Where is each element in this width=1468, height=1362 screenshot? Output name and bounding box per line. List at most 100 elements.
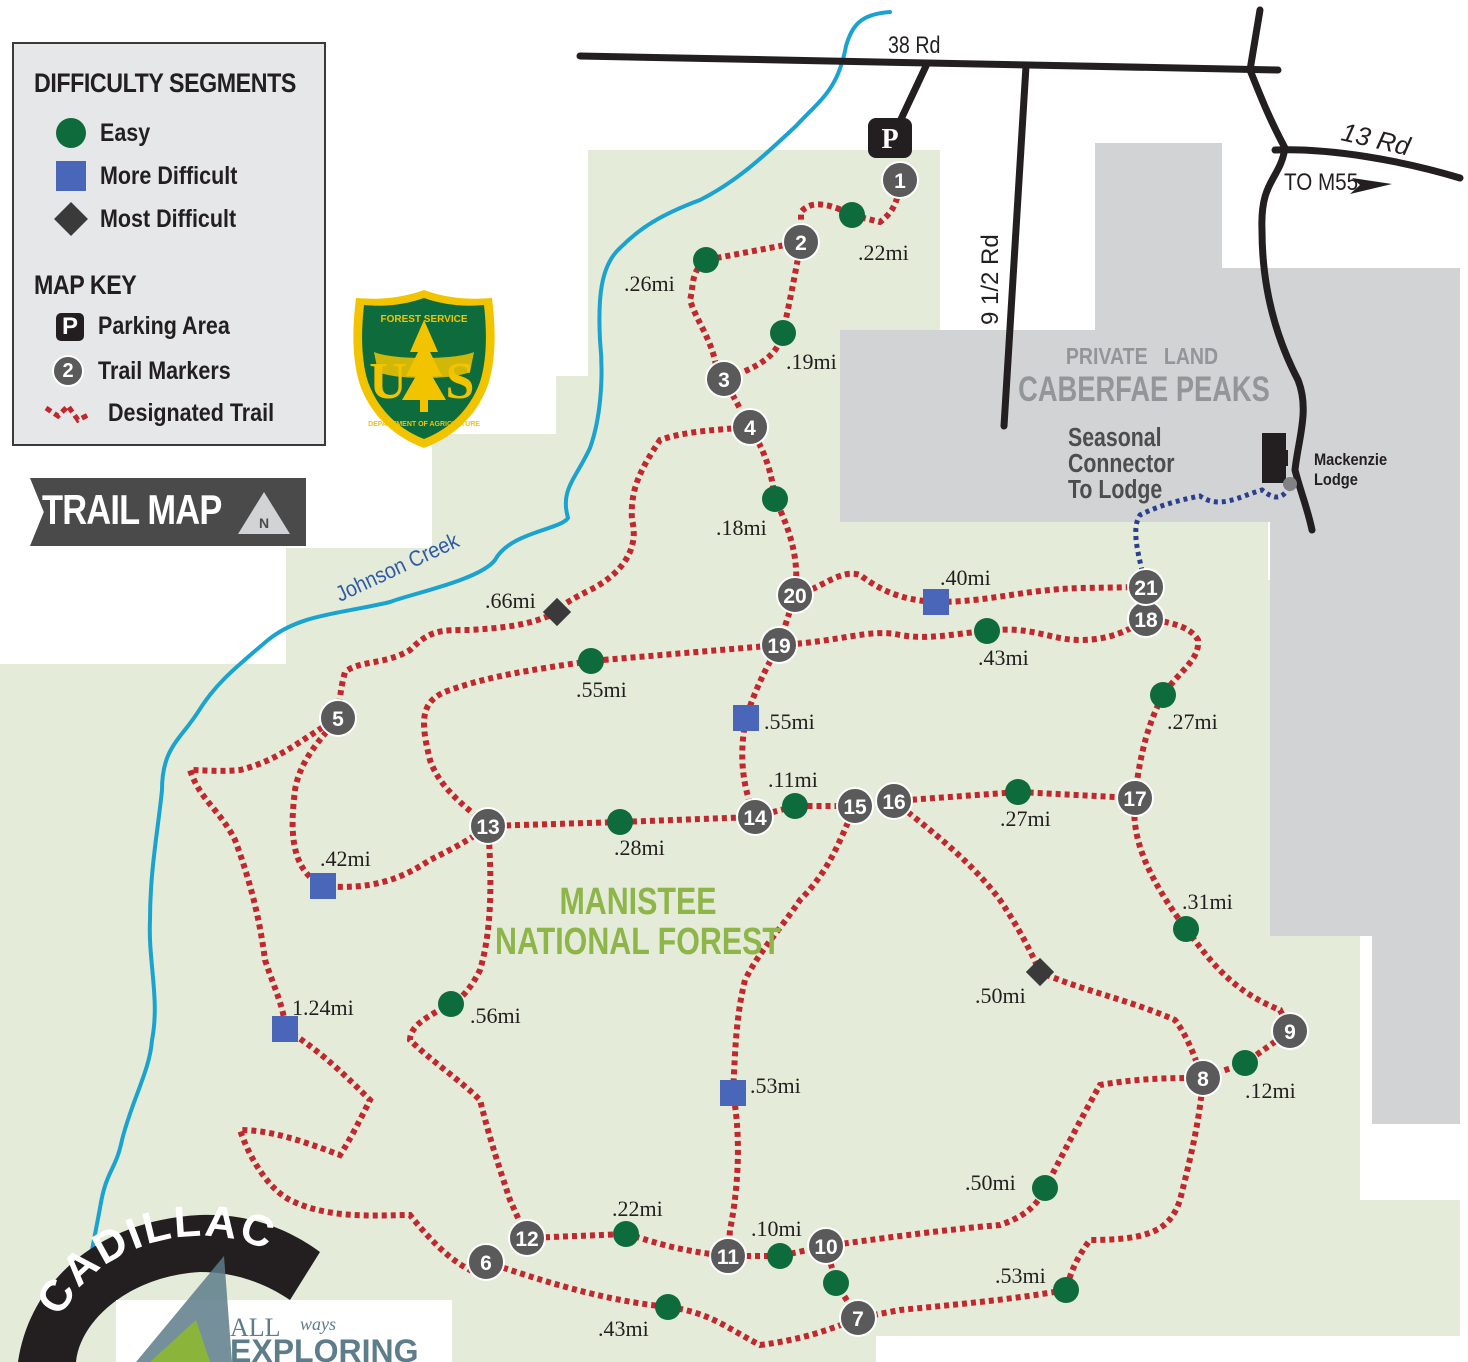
trail-marker-19: 19 (760, 626, 798, 664)
svg-text:18: 18 (1134, 609, 1158, 632)
easy-circle-icon (56, 118, 86, 148)
svg-text:NATIONAL FOREST: NATIONAL FOREST (495, 921, 781, 963)
svg-text:EXPLORING: EXPLORING (230, 1333, 418, 1362)
svg-text:ALL: ALL (230, 1313, 281, 1342)
trail-marker-16: 16 (875, 782, 913, 820)
distance-label-16: .50mi (975, 983, 1026, 1008)
svg-text:3: 3 (718, 369, 730, 392)
johnson-creek (90, 10, 892, 1252)
trail-marker-3: 3 (705, 360, 743, 398)
trail-marker-6: 6 (467, 1243, 505, 1281)
distance-label-22: .22mi (612, 1196, 663, 1221)
trail-marker-21: 21 (1127, 568, 1165, 606)
trail-marker-12: 12 (508, 1219, 546, 1257)
difficulty-segments-heading: DIFFICULTY SEGMENTS (34, 68, 296, 98)
svg-text:4: 4 (744, 417, 756, 440)
more-difficult-point-2 (733, 705, 759, 731)
roads (576, 6, 1464, 534)
designated-trail-icon (44, 402, 92, 424)
easy-point-18 (1053, 1277, 1079, 1303)
seasonal-connector-label: Seasonal Connector To Lodge (1068, 423, 1175, 505)
to-m55-label: TO M55 (1284, 169, 1358, 196)
svg-text:17: 17 (1123, 788, 1146, 811)
seasonal-connector-trail (1133, 484, 1293, 588)
trail-marker-7: 7 (839, 1299, 877, 1337)
distance-label-3: .19mi (786, 349, 837, 374)
trail-marker-2: 2 (782, 223, 820, 261)
distance-label-11: .11mi (768, 767, 818, 792)
easy-point-15 (613, 1221, 639, 1247)
distance-label-10: .27mi (1167, 709, 1218, 734)
svg-text:FOREST SERVICE: FOREST SERVICE (380, 314, 467, 325)
road-38 (576, 52, 1282, 74)
most-difficult-point-1 (542, 597, 572, 627)
parking-area: P (868, 118, 912, 158)
legend-most-difficult: Most Difficult (54, 202, 258, 236)
distance-label-25: .43mi (598, 1316, 649, 1341)
trail-marker-8: 8 (1184, 1059, 1222, 1097)
distance-label-21: .50mi (965, 1170, 1016, 1195)
easy-point-8 (782, 793, 808, 819)
svg-text:Lodge: Lodge (1314, 471, 1358, 489)
svg-text:S: S (446, 353, 475, 410)
distance-label-5: .66mi (485, 588, 536, 613)
legend-parking-label: Parking Area (98, 312, 230, 340)
map-key-heading: MAP KEY (34, 270, 137, 300)
legend-designated-trail: Designated Trail (44, 398, 301, 428)
svg-text:Connector: Connector (1068, 449, 1175, 479)
trail-marker-5: 5 (319, 699, 357, 737)
distance-label-19: .53mi (750, 1073, 801, 1098)
distance-labels: .22mi.26mi.19mi.18mi.66mi.40mi.43mi.55mi… (292, 240, 1296, 1341)
svg-text:19: 19 (767, 635, 790, 658)
road-38-label: 38 Rd (888, 31, 941, 58)
svg-text:P: P (881, 124, 898, 155)
trail-marker-11: 11 (709, 1237, 747, 1275)
svg-text:Seasonal: Seasonal (1068, 423, 1162, 453)
trail-marker-9: 9 (1271, 1012, 1309, 1050)
easy-point-6 (974, 618, 1000, 644)
distance-label-17: 1.24mi (292, 995, 354, 1020)
svg-text:16: 16 (882, 791, 905, 814)
private-land-area (840, 143, 1460, 1124)
forest-service-shield-icon: FOREST SERVICE U S DEPARTMENT OF AGRICUL… (353, 290, 495, 448)
svg-text:7: 7 (852, 1308, 864, 1331)
svg-text:2: 2 (795, 232, 807, 255)
easy-point-4 (762, 486, 788, 512)
easy-point-1 (839, 202, 865, 228)
easy-point-11 (1173, 916, 1199, 942)
svg-text:20: 20 (783, 585, 806, 608)
legend-trail-markers: 2 Trail Markers (52, 355, 252, 387)
distance-label-20: .12mi (1245, 1078, 1296, 1103)
road-to-lodge (1246, 66, 1316, 534)
trail-marker-10: 10 (807, 1227, 845, 1265)
manistee-forest-label: MANISTEE NATIONAL FOREST (495, 881, 781, 963)
private-land-label: PRIVATE LAND (1066, 344, 1218, 370)
more-difficult-point-3 (310, 873, 336, 899)
easy-point-13 (1232, 1050, 1258, 1076)
distance-label-9: .55mi (764, 709, 815, 734)
distance-label-15: .31mi (1182, 889, 1233, 914)
svg-text:Mackenzie: Mackenzie (1314, 451, 1387, 469)
easy-point-7 (1150, 682, 1176, 708)
most-difficult-segment-points (542, 597, 1055, 987)
trail-marker-20: 20 (776, 576, 814, 614)
svg-text:21: 21 (1134, 577, 1158, 600)
svg-text:9: 9 (1284, 1021, 1296, 1044)
distance-label-23: .10mi (751, 1216, 802, 1241)
distance-label-1: .22mi (858, 240, 909, 265)
svg-text:MANISTEE: MANISTEE (559, 881, 716, 923)
distance-label-24: .53mi (995, 1263, 1046, 1288)
trail-marker-14: 14 (736, 798, 774, 836)
distance-label-18: .56mi (470, 1003, 521, 1028)
more-difficult-square-icon (56, 161, 86, 191)
more-difficult-point-1 (923, 589, 949, 615)
national-forest-area (0, 150, 1460, 1362)
lodge-annex (1280, 450, 1288, 466)
cadillac-brand-logo: CADILLAC ALL ways EXPLORING (18, 1196, 452, 1362)
svg-text:U: U (369, 353, 407, 410)
road-13 (1271, 146, 1464, 182)
svg-text:10: 10 (814, 1236, 837, 1259)
caberfae-label: CABERFAE PEAKS (1018, 370, 1270, 409)
distance-label-2: .26mi (624, 271, 675, 296)
svg-text:DEPARTMENT OF AGRICULTURE: DEPARTMENT OF AGRICULTURE (368, 421, 480, 428)
